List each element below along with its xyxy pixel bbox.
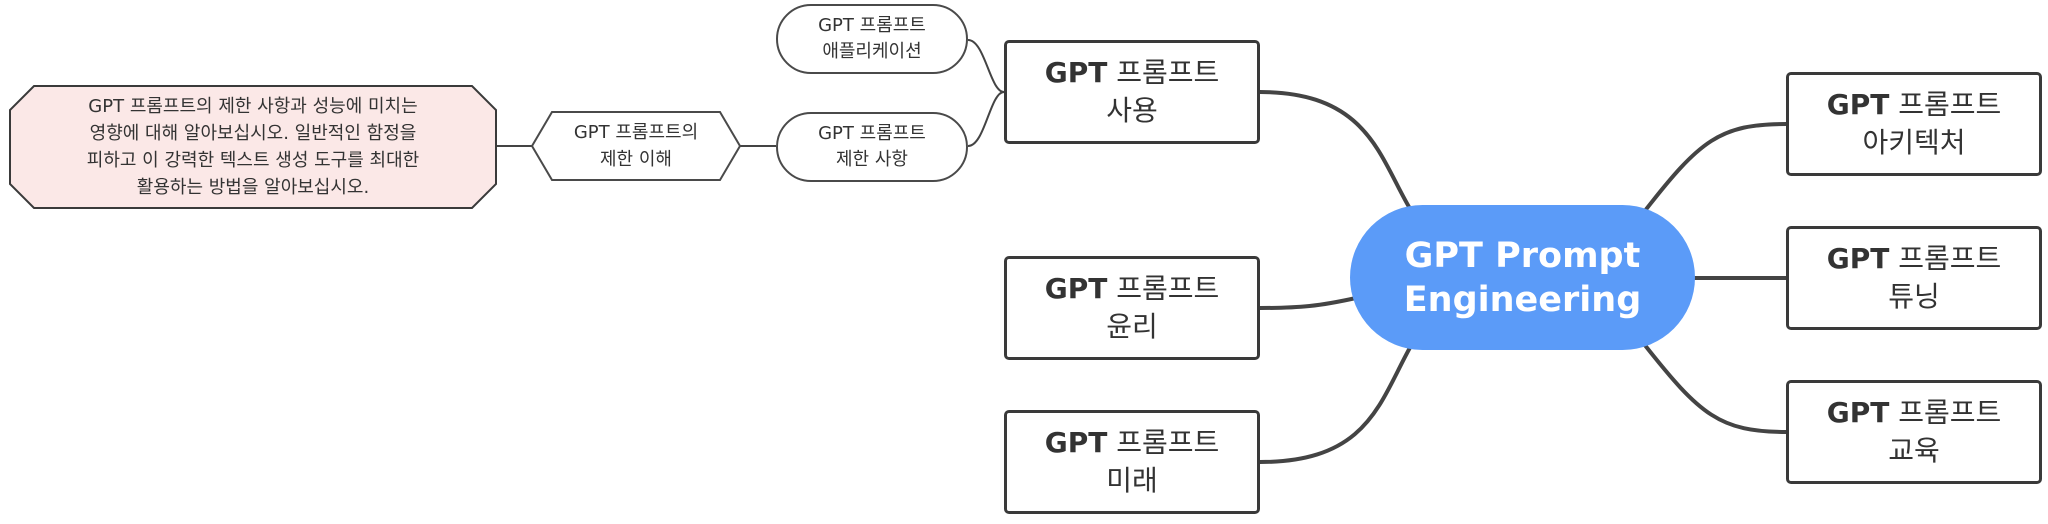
connector-center-future xyxy=(1259,343,1414,464)
branch-ethics-line2: 윤리 xyxy=(1106,310,1158,343)
branch-tuning[interactable]: GPT 프롬프트 튜닝 xyxy=(1786,226,2042,330)
subtopic-limitations-line2: 제한 사항 xyxy=(836,149,908,170)
branch-education-bold: GPT xyxy=(1826,396,1890,429)
branch-future-line2: 미래 xyxy=(1106,464,1158,497)
branch-tuning-bold: GPT xyxy=(1826,242,1890,275)
note-line4: 활용하는 방법을 알아보십시오. xyxy=(136,177,370,198)
branch-usage-bold: GPT xyxy=(1044,56,1108,89)
branch-education[interactable]: GPT 프롬프트 교육 xyxy=(1786,380,2042,484)
branch-architecture-line2: 아키텍처 xyxy=(1862,126,1966,159)
subtopic-limitations[interactable]: GPT 프롬프트 제한 사항 xyxy=(776,112,968,182)
branch-ethics-rest: 프롬프트 xyxy=(1107,272,1220,305)
note-octagon[interactable] xyxy=(9,85,497,209)
note-label: GPT 프롬프트의 제한 사항과 성능에 미치는 영향에 대해 알아보십시오. … xyxy=(22,86,484,208)
branch-usage-line2: 사용 xyxy=(1106,94,1158,127)
branch-tuning-line2: 튜닝 xyxy=(1888,280,1940,313)
understanding-hexagon[interactable] xyxy=(530,111,742,181)
branch-architecture[interactable]: GPT 프롬프트 아키텍처 xyxy=(1786,72,2042,176)
understanding-line1: GPT 프롬프트의 xyxy=(573,122,699,143)
connector-center-education xyxy=(1642,342,1787,434)
branch-tuning-rest: 프롬프트 xyxy=(1889,242,2002,275)
branch-architecture-rest: 프롬프트 xyxy=(1889,88,2002,121)
note-line2: 영향에 대해 알아보십시오. 일반적인 함정을 xyxy=(89,123,417,144)
connector-usage-limitations xyxy=(967,91,1005,147)
branch-future[interactable]: GPT 프롬프트 미래 xyxy=(1004,410,1260,514)
branch-ethics[interactable]: GPT 프롬프트 윤리 xyxy=(1004,256,1260,360)
branch-future-rest: 프롬프트 xyxy=(1107,426,1220,459)
connector-center-architecture xyxy=(1642,122,1787,214)
branch-education-line2: 교육 xyxy=(1888,434,1940,467)
understanding-line2: 제한 이해 xyxy=(600,149,672,170)
subtopic-applications-line2: 애플리케이션 xyxy=(822,41,922,62)
branch-education-rest: 프롬프트 xyxy=(1889,396,2002,429)
note-line1: GPT 프롬프트의 제한 사항과 성능에 미치는 xyxy=(88,96,418,117)
branch-ethics-bold: GPT xyxy=(1044,272,1108,305)
subtopic-applications[interactable]: GPT 프롬프트 애플리케이션 xyxy=(776,4,968,74)
understanding-label: GPT 프롬프트의 제한 이해 xyxy=(552,112,720,180)
note-line3: 피하고 이 강력한 텍스트 생성 도구를 최대한 xyxy=(86,150,420,171)
subtopic-applications-line1: GPT 프롬프트 xyxy=(818,15,926,36)
subtopic-limitations-line1: GPT 프롬프트 xyxy=(818,123,926,144)
branch-architecture-bold: GPT xyxy=(1826,88,1890,121)
branch-usage[interactable]: GPT 프롬프트 사용 xyxy=(1004,40,1260,144)
central-topic[interactable]: GPT Prompt Engineering xyxy=(1350,205,1695,350)
connector-center-ethics xyxy=(1259,296,1357,310)
branch-future-bold: GPT xyxy=(1044,426,1108,459)
connector-center-usage xyxy=(1259,90,1414,214)
branch-usage-rest: 프롬프트 xyxy=(1107,56,1220,89)
connector-usage-applications xyxy=(967,39,1005,93)
central-topic-line2: Engineering xyxy=(1403,279,1642,320)
central-topic-line1: GPT Prompt xyxy=(1404,235,1641,276)
